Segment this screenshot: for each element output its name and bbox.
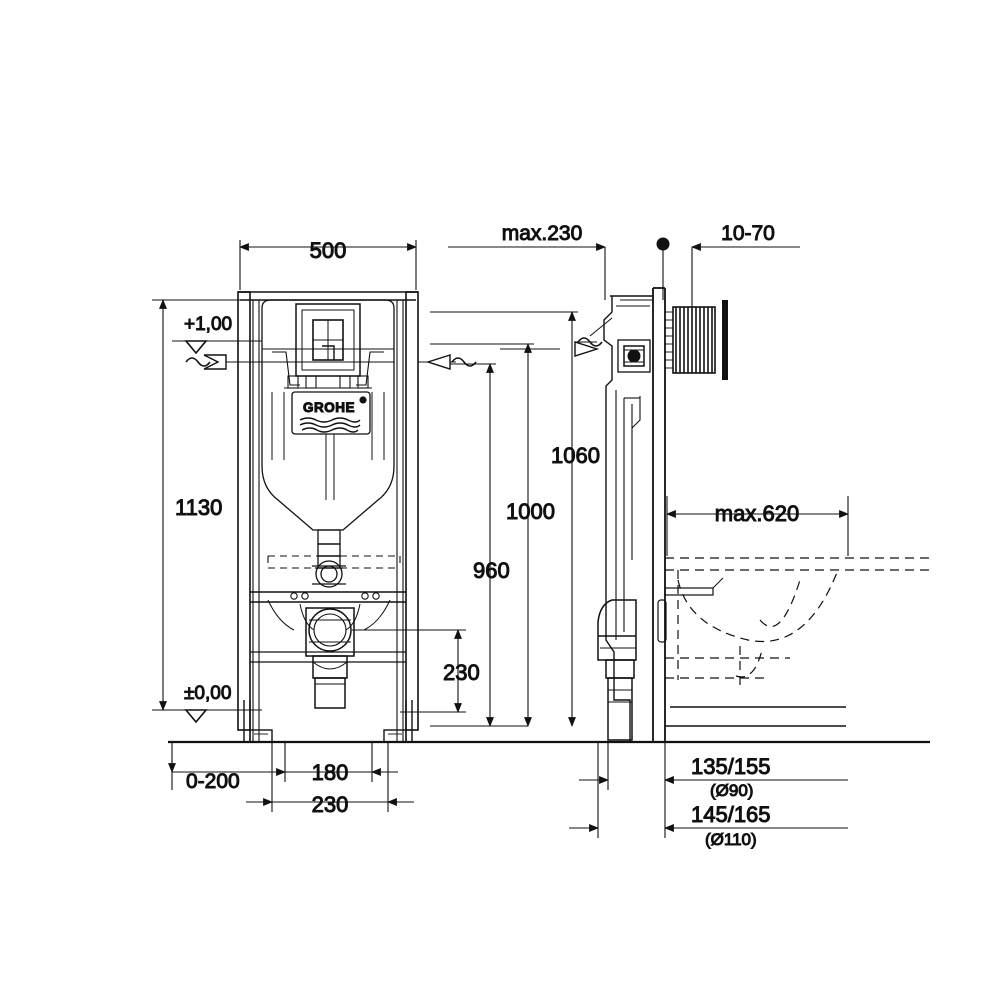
dim-1000 [430,343,534,727]
water-level-arrow-mid [418,354,477,370]
dim-500 [239,240,417,290]
dim-max620-label: max.620 [715,501,799,526]
flush-pipe [315,529,343,569]
dim-145-165-label: 145/165 [691,802,771,827]
dim-135-155 [579,742,848,790]
dim-1060 [430,311,578,743]
dim-d110-label: (Ø110) [705,830,757,849]
dim-d90-label: (Ø90) [710,781,753,800]
dim-230-waste-label: 230 [443,660,480,685]
water-level-arrow-left [185,354,262,370]
front-inner-rails [252,300,404,742]
dim-max230-label: max.230 [502,222,583,245]
dim-500-label: 500 [310,238,347,263]
hidden-bowl-outline [665,557,930,690]
dim-1000-label: 1000 [506,499,555,524]
dim-0-200-label: 0-200 [186,770,240,793]
bowl-stud [657,577,724,643]
bowl-base-lines [665,706,846,727]
dim-230-bottom [246,742,414,812]
level-plus-100-label: +1,00 [184,314,232,335]
level-zero [172,709,262,724]
dim-10-70-label: 10-70 [721,222,775,245]
dim-max620 [666,496,849,556]
dim-max230 [448,243,606,300]
level-plus-100 [172,340,262,355]
dim-230-waste [352,629,466,713]
grohe-dot-icon [359,396,367,404]
cistern-tabs [284,375,372,389]
dim-180-label: 180 [312,760,349,785]
cistern-ribs [271,392,385,500]
front-view: GROHE [237,291,419,743]
mid-rail-with-bolts [250,591,406,603]
dim-230-bottom-label: 230 [312,792,349,817]
dim-145-165 [569,742,848,838]
grohe-wordmark: GROHE [303,400,355,415]
side-waste-bend [597,599,637,741]
dim-135-155-label: 135/155 [691,754,771,779]
flush-plate [665,300,728,380]
flush-actuator [617,339,651,373]
side-valve-stack [615,390,641,640]
centre-mark [656,237,670,300]
inspection-opening [295,303,361,377]
waste-outlet [305,607,355,709]
side-cistern-body [603,295,653,742]
dim-1060-label: 1060 [551,443,600,468]
water-level-arrow-right [500,317,613,357]
grohe-label-plate: GROHE [291,391,371,435]
frame-feet [243,700,413,743]
dim-1130-label: 1130 [175,495,222,520]
dim-960-label: 960 [473,558,510,583]
flush-plate-cover [722,300,728,380]
bowl-fixing-guides [267,599,391,631]
lower-rails [250,651,406,663]
side-view [597,287,930,742]
level-zero-label: ±0,00 [184,683,231,704]
flush-elbow [312,560,346,588]
dim-10-70 [691,243,800,307]
side-wall-plate [652,287,666,742]
